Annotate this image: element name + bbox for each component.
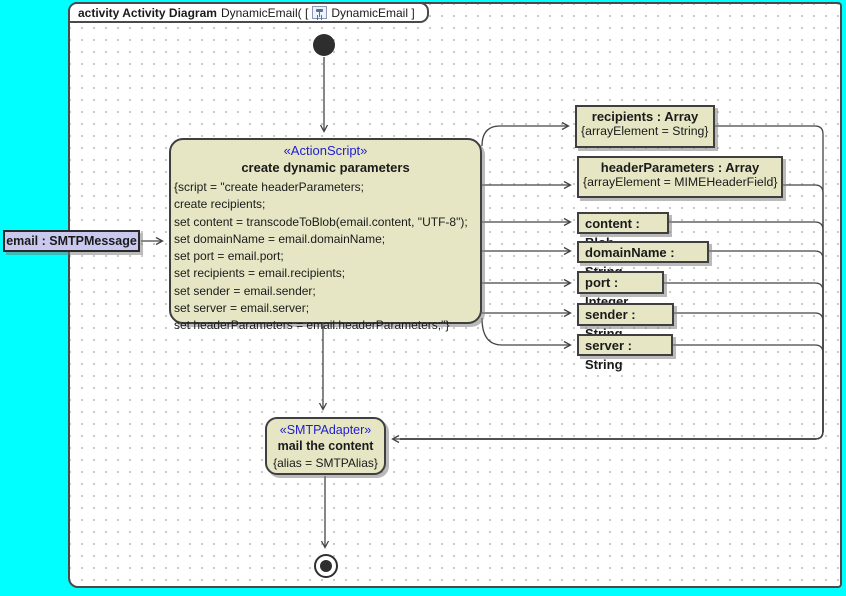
diagram-kind-label: activity Activity Diagram: [78, 5, 217, 20]
object-node-port[interactable]: port : Integer: [577, 271, 664, 309]
initial-node[interactable]: [313, 34, 335, 56]
action-script-line: create recipients;: [174, 197, 266, 212]
object-node-server[interactable]: server : String: [577, 334, 673, 372]
object-node-email[interactable]: email : SMTPMessage: [3, 230, 140, 252]
adapter-stereotype: «SMTPAdapter»: [279, 423, 372, 437]
action-script-line: set content = transcodeToBlob(email.cont…: [174, 214, 468, 229]
diagram-ref-label: DynamicEmail ]: [331, 5, 415, 20]
action-stereotype: «ActionScript»: [283, 143, 368, 158]
action-script-line: {script = "create headerParameters;: [174, 180, 365, 194]
action-node-mail-the-content[interactable]: «SMTPAdapter» mail the content {alias = …: [265, 417, 386, 475]
adapter-tag: {alias = SMTPAlias}: [273, 456, 378, 470]
object-node-label: headerParameters : Array: [600, 160, 760, 175]
adapter-name: mail the content: [277, 439, 374, 453]
object-node-sender[interactable]: sender : String: [577, 303, 674, 341]
action-script-line: set port = email.port;: [174, 249, 284, 264]
final-node-dot: [320, 560, 332, 572]
object-node-headerparameters[interactable]: headerParameters : Array {arrayElement =…: [577, 156, 783, 198]
action-script-line: set server = email.server;: [174, 301, 310, 316]
object-node-domainname[interactable]: domainName : String: [577, 241, 709, 279]
object-node-recipients[interactable]: recipients : Array {arrayElement = Strin…: [575, 105, 715, 148]
action-script-line: set sender = email.sender;: [174, 283, 316, 298]
action-script-line: set domainName = email.domainName;: [174, 231, 386, 246]
object-node-label: email : SMTPMessage: [6, 234, 137, 248]
object-node-tag: {arrayElement = String}: [581, 124, 709, 138]
action-node-create-dynamic-parameters[interactable]: «ActionScript» create dynamic parameters…: [169, 138, 482, 332]
object-node-label: recipients : Array: [591, 109, 699, 124]
diagram-tab[interactable]: activity Activity Diagram DynamicEmail( …: [68, 2, 429, 23]
object-node-label: server : String: [585, 338, 632, 372]
final-node[interactable]: [314, 554, 338, 578]
diagram-name-label: DynamicEmail( [: [220, 5, 309, 20]
action-name: create dynamic parameters: [241, 160, 410, 175]
activity-diagram-icon: [312, 6, 328, 19]
object-node-tag: {arrayElement = MIMEHeaderField}: [583, 175, 778, 189]
action-script-line: set headerParameters = email.headerParam…: [174, 318, 450, 333]
object-node-content[interactable]: content : Blob: [577, 212, 669, 250]
action-script-line: set recipients = email.recipients;: [174, 266, 346, 281]
